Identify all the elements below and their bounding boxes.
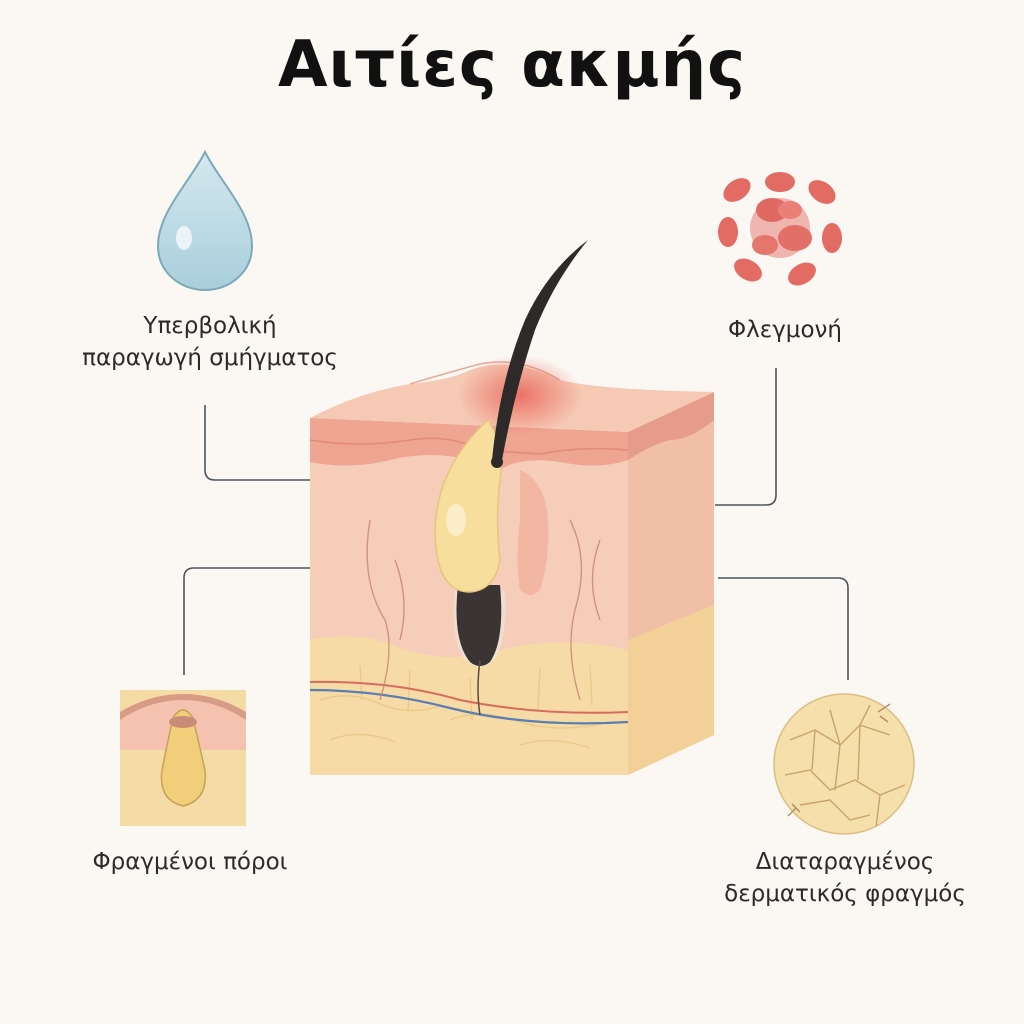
label-sebum-line2: παραγωγή σμήγματος (82, 345, 338, 371)
cracked-skin-icon (773, 693, 915, 835)
water-drop-icon (156, 149, 254, 292)
connector-sebum (204, 405, 310, 481)
label-skin-barrier: Διαταραγμένος δερματικός φραγμός (690, 846, 1000, 910)
clogged-pore-icon (120, 690, 246, 826)
connector-pores (183, 567, 310, 675)
label-barrier-line1: Διαταραγμένος (755, 849, 935, 875)
skin-cross-section (309, 240, 714, 775)
page-title: Αιτίες ακμής (277, 28, 747, 102)
label-sebum: Υπερβολική παραγωγή σμήγματος (40, 310, 380, 374)
label-sebum-line1: Υπερβολική (143, 313, 277, 339)
label-barrier-line2: δερματικός φραγμός (724, 881, 966, 907)
connector-lines (183, 368, 849, 680)
connector-inflammation (715, 368, 777, 506)
label-clogged-pores: Φραγμένοι πόροι (92, 849, 288, 875)
label-inflammation: Φλεγμονή (728, 317, 842, 343)
connector-barrier (718, 577, 849, 680)
inflamed-cells-icon (718, 172, 842, 286)
